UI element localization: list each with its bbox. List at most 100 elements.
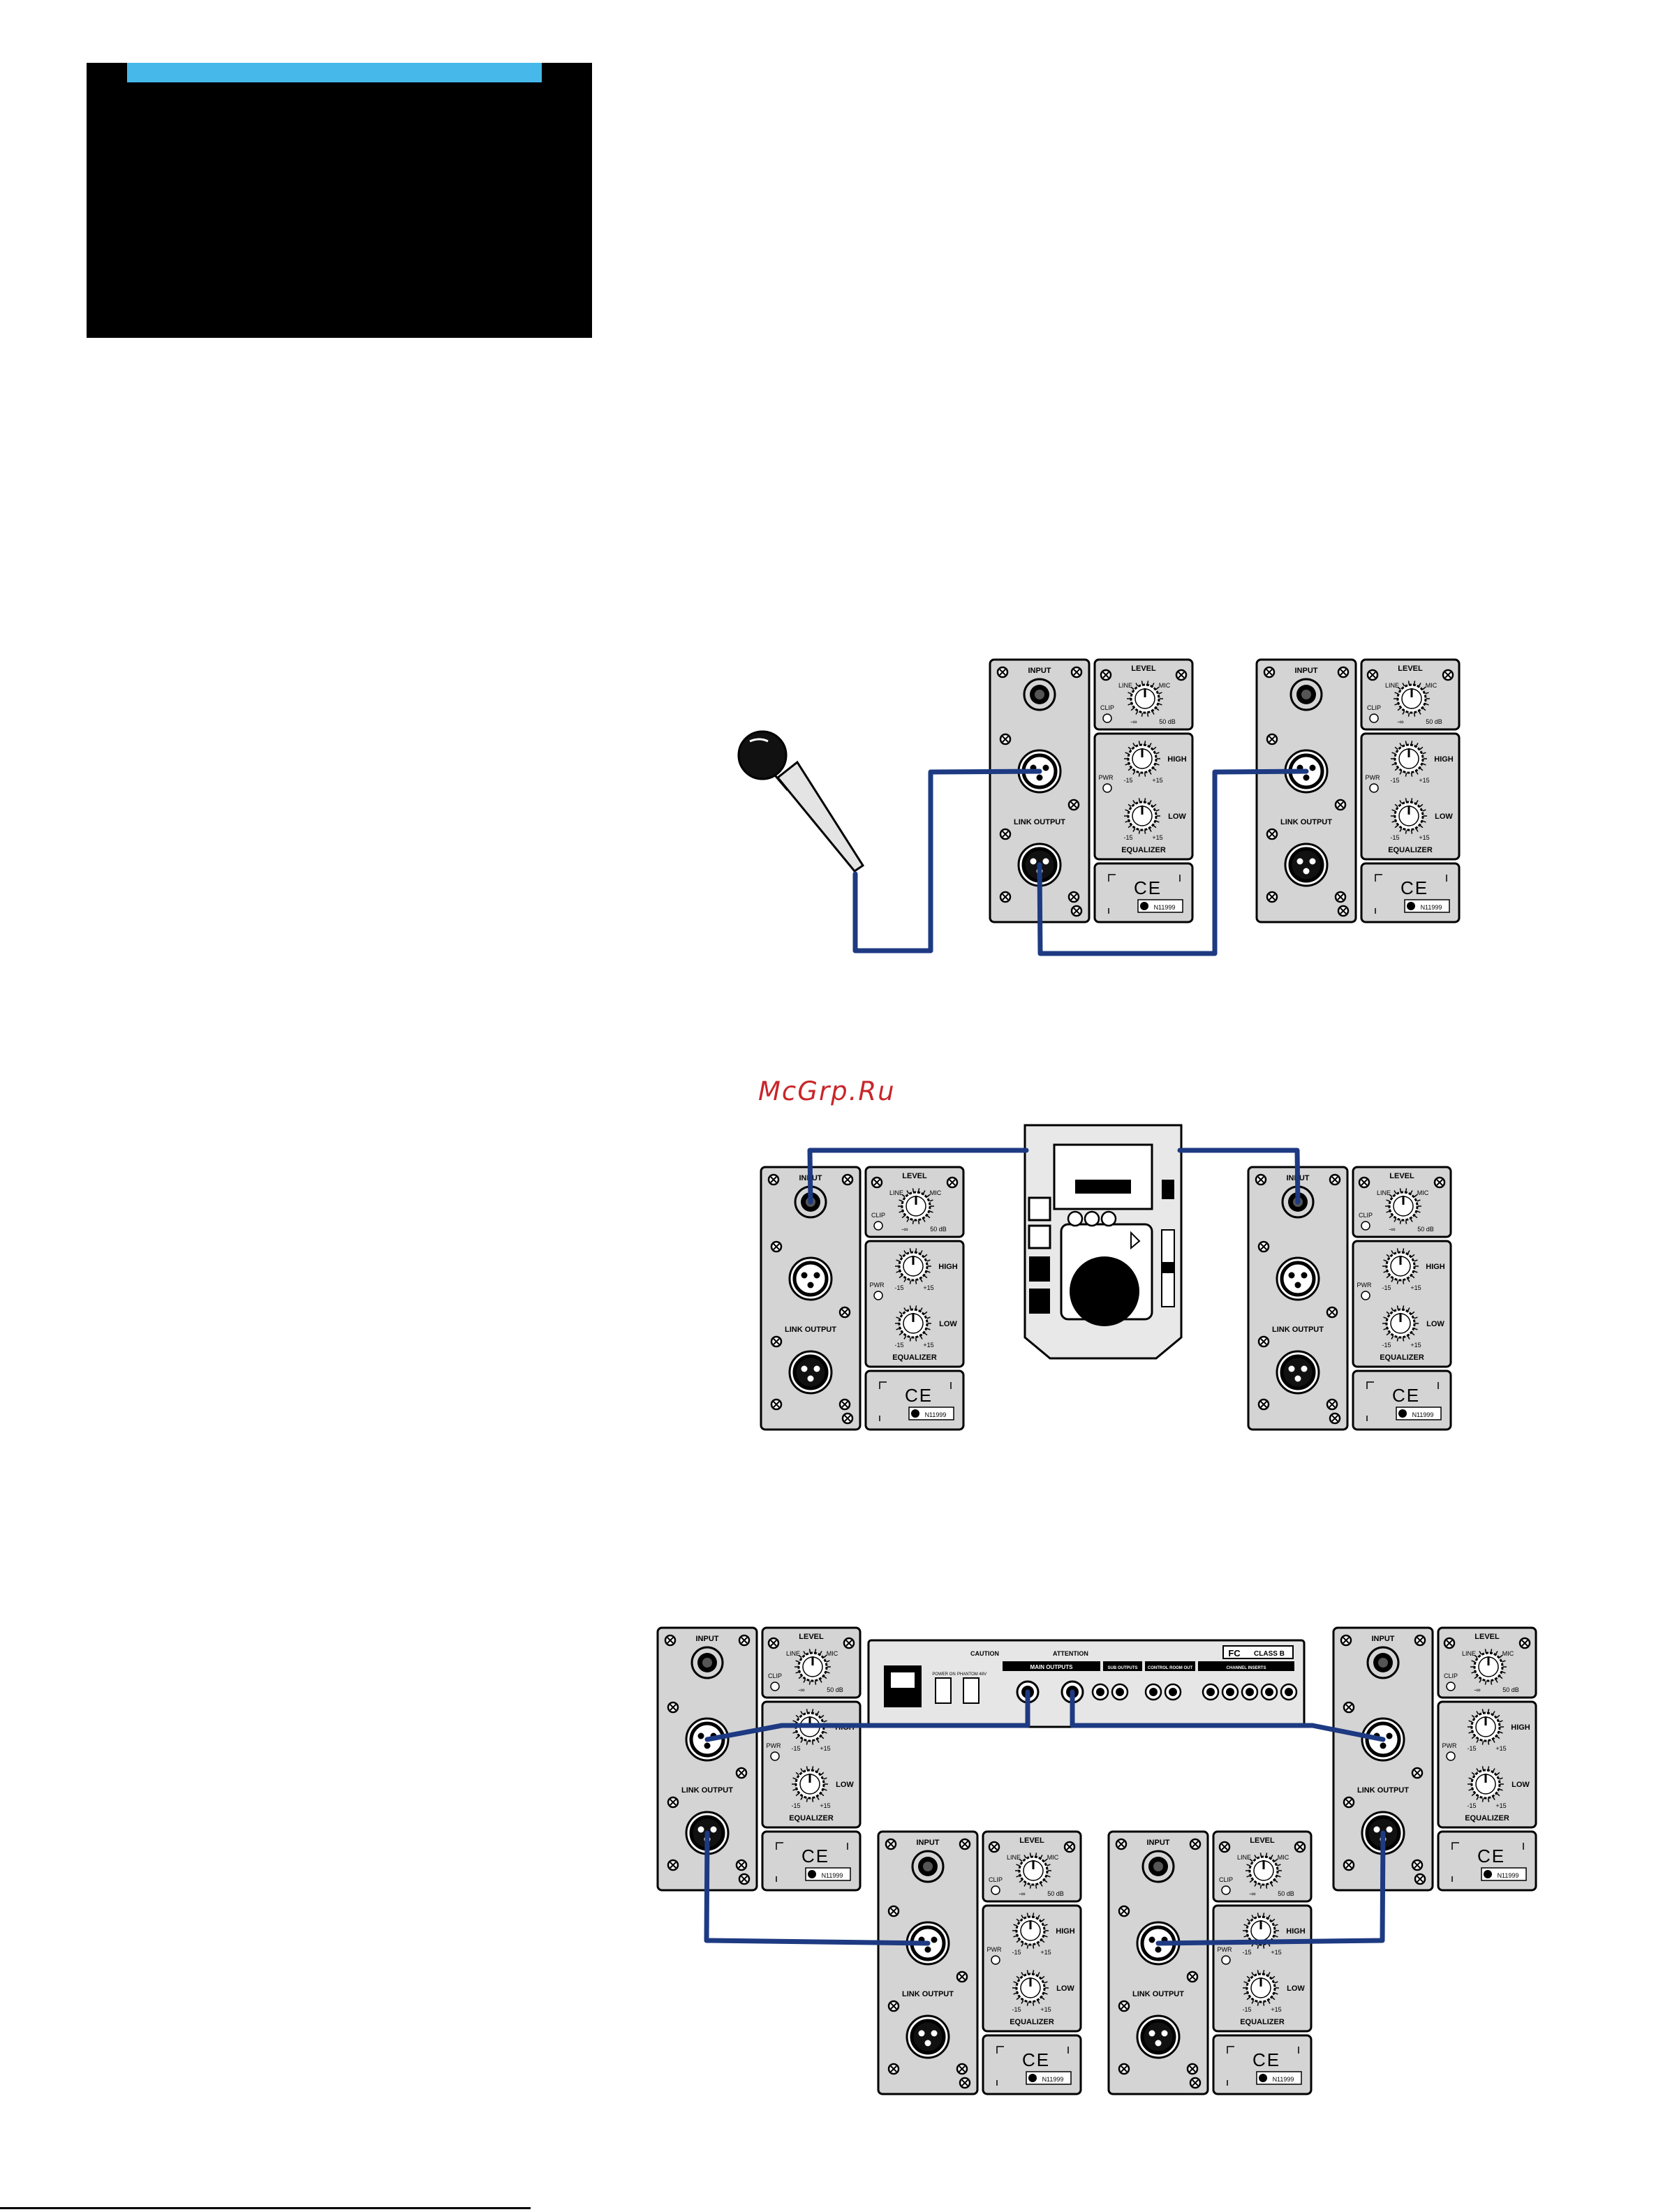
knob-tick <box>820 1772 825 1776</box>
eq-plus-label: +15 <box>1152 777 1162 784</box>
low-label: LOW <box>939 1320 957 1328</box>
knob-tick <box>1481 1766 1484 1770</box>
line-label: LINE <box>889 1189 903 1196</box>
knob-tick <box>1394 692 1398 695</box>
knob-tick <box>919 1307 923 1312</box>
c-tick-icon <box>1398 1409 1407 1418</box>
cd-display-frame <box>1053 1143 1153 1210</box>
knob-tick <box>1274 1879 1278 1883</box>
knob-tick <box>1414 1316 1418 1319</box>
screw-slot <box>1266 669 1273 676</box>
xlr-pin <box>1303 774 1310 781</box>
xlr-pin <box>1386 1826 1393 1833</box>
knob-tick <box>820 1735 825 1739</box>
xlr-pin <box>807 1282 814 1289</box>
screw-slot <box>845 1640 852 1647</box>
knob-tick <box>1125 820 1129 823</box>
knob-tick <box>1249 1858 1253 1862</box>
knob-tick <box>823 1675 827 1679</box>
cd-button <box>1029 1256 1050 1282</box>
eq-plus-label: +15 <box>820 1802 830 1809</box>
eq-plus-label: +15 <box>923 1342 933 1349</box>
knob-tick <box>1419 767 1424 771</box>
microphone-icon <box>737 730 865 873</box>
knob-tick <box>1495 1651 1498 1655</box>
cd-button <box>1029 1289 1050 1314</box>
knob-tick <box>1468 1720 1472 1723</box>
knob-tick <box>1499 1788 1503 1791</box>
knob-tick <box>919 1335 923 1339</box>
input-label: INPUT <box>1372 1635 1395 1643</box>
db-label: 50 dB <box>1426 718 1442 725</box>
knob-tick <box>1415 743 1419 747</box>
control-room-bar <box>1145 1661 1195 1671</box>
high-label: HIGH <box>1167 755 1187 764</box>
equalizer-label: EQUALIZER <box>1240 2018 1285 2026</box>
knob-tick <box>803 1651 806 1655</box>
line-label: LINE <box>1377 1189 1391 1196</box>
knob-tick <box>1037 2000 1040 2004</box>
pwr-led <box>770 1751 780 1761</box>
footer-rule <box>0 2207 531 2209</box>
jack-hole <box>1226 1688 1234 1696</box>
knob-tick <box>919 1278 923 1282</box>
knob-tick <box>1246 1996 1250 2001</box>
cert-box <box>1396 1406 1442 1420</box>
cert-label: N11999 <box>1042 2076 1064 2083</box>
level-label: LEVEL <box>1250 1836 1275 1845</box>
xlr-ring <box>1140 2019 1176 2055</box>
knob-tick <box>899 1332 903 1336</box>
link-output-label: LINK OUTPUT <box>785 1326 836 1334</box>
inf-label: -∞ <box>901 1226 908 1233</box>
knob-tick <box>1044 1879 1048 1883</box>
knob-tick <box>1277 1864 1281 1866</box>
screw-slot <box>1073 907 1080 914</box>
low-label: LOW <box>1168 812 1186 821</box>
knob-tick <box>1399 828 1403 832</box>
knob-tick <box>1389 1215 1393 1219</box>
knob-tick <box>1411 1311 1415 1315</box>
knob-tick <box>1391 1335 1394 1339</box>
knob-tick <box>1144 741 1146 745</box>
main-outputs-label: MAIN OUTPUTS <box>1030 1664 1074 1670</box>
screw-slot <box>1221 1843 1228 1850</box>
screw-slot <box>1269 893 1276 900</box>
knob-tick <box>1032 1970 1035 1974</box>
knob-tick <box>922 1218 926 1222</box>
high-label: HIGH <box>1056 1927 1075 1936</box>
jack-core <box>1153 1862 1163 1871</box>
eq-minus-label: -15 <box>894 1342 903 1349</box>
knob-tick <box>1471 1714 1475 1719</box>
screw-slot <box>890 2003 897 2010</box>
pwr-label: PWR <box>767 1742 781 1749</box>
knob-tick <box>1040 1855 1043 1859</box>
equalizer-plate <box>1352 1240 1452 1368</box>
screw-slot <box>873 1179 880 1186</box>
clip-label: CLIP <box>1100 704 1114 711</box>
knob-tick <box>1246 1875 1250 1878</box>
knob-tick <box>1026 2002 1029 2006</box>
knob-tick <box>1417 1210 1421 1213</box>
screw-slot <box>1331 1415 1338 1422</box>
jack-hole <box>1169 1688 1177 1696</box>
knob-tick <box>901 1215 906 1219</box>
knob-tick <box>1035 1853 1037 1857</box>
knob-tick <box>1044 1992 1048 1995</box>
screw-slot <box>841 1401 848 1408</box>
knob-tick <box>1141 713 1144 717</box>
screw-slot <box>844 1415 851 1422</box>
knob-tick <box>826 1671 830 1674</box>
cd-button <box>1028 1196 1051 1222</box>
knob-tick <box>1158 692 1162 695</box>
knob-tick <box>1040 1883 1043 1887</box>
db-label: 50 dB <box>1278 1890 1294 1897</box>
knob-tick <box>1502 1671 1506 1674</box>
knob-tick <box>926 1270 931 1273</box>
cd-jog-wheel <box>1070 1256 1139 1326</box>
cert-label: N11999 <box>925 1411 947 1418</box>
knob-tick <box>800 1768 804 1772</box>
ce-corner-marks <box>776 1842 848 1882</box>
knob-tick <box>1274 1981 1278 1984</box>
knob-tick <box>1474 1654 1478 1658</box>
